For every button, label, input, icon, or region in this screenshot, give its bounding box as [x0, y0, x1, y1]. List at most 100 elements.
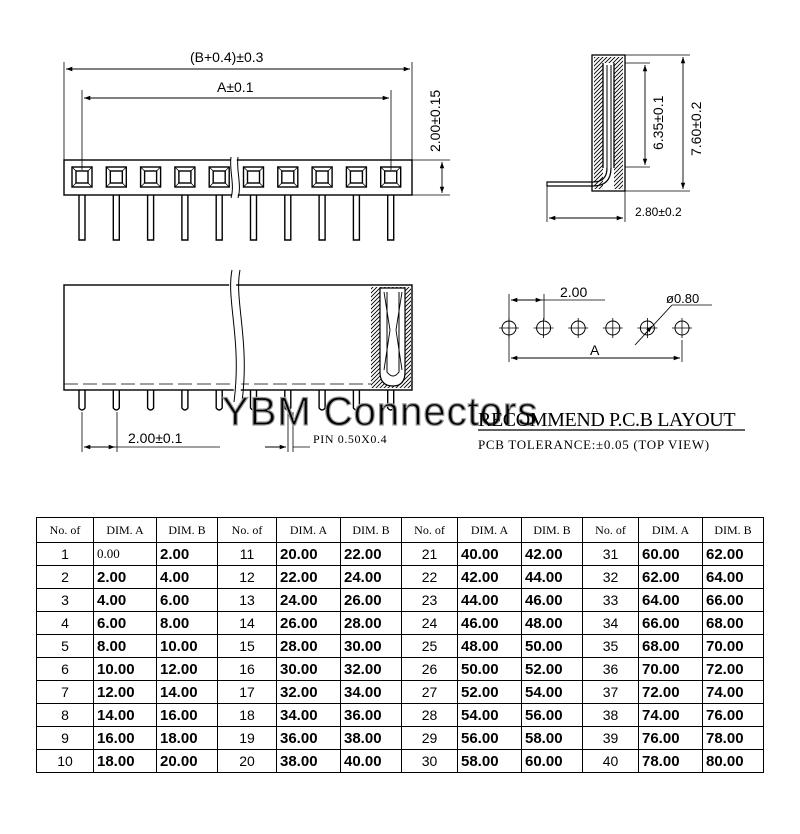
dim-a-cell: 68.00	[638, 634, 703, 658]
socket-outer	[311, 166, 333, 188]
dim-a-cell: 46.00	[457, 611, 522, 635]
dim-b-cell: 68.00	[702, 611, 764, 635]
dim-b-cell: 66.00	[702, 588, 764, 612]
pin-count-cell: 2	[36, 565, 94, 589]
dim-b-cell: 76.00	[702, 703, 764, 727]
pcb-hole-row	[499, 318, 692, 338]
outer-height-dim: 7.60±0.2	[688, 101, 704, 156]
dim-b-cell: 54.00	[521, 680, 583, 704]
table-header-cell: DIM. B	[156, 517, 218, 543]
pin-count-cell: 7	[36, 680, 94, 704]
dim-a-cell: 12.00	[93, 680, 157, 704]
pcb-tolerance-note: PCB TOLERANCE:±0.05 (TOP VIEW)	[478, 437, 710, 452]
dim-a-cell: 4.00	[93, 588, 157, 612]
socket-chamfer	[362, 166, 367, 172]
socket-inner	[75, 170, 89, 184]
socket-inner	[349, 170, 364, 184]
table-header-cell: DIM. B	[521, 517, 583, 543]
dim-a-cell: 66.00	[638, 611, 703, 635]
side-width-dim: 2.80±0.2	[635, 205, 682, 219]
dim-a-cell: 26.00	[276, 611, 341, 635]
dim-b-cell: 56.00	[521, 703, 583, 727]
pin-count-cell: 40	[582, 749, 639, 773]
pin-count-cell: 30	[401, 749, 458, 773]
bottom-pin	[181, 390, 189, 411]
socket-outer	[380, 166, 402, 188]
socket-inner	[178, 170, 192, 184]
pcb-span-dim: A	[590, 342, 600, 358]
dim-a-cell: 32.00	[276, 680, 341, 704]
dim-b-cell: 78.00	[702, 726, 764, 750]
dim-b-cell: 6.00	[156, 588, 218, 612]
socket-chamfer	[396, 182, 401, 188]
socket-chamfer	[243, 166, 248, 172]
dim-a-cell: 58.00	[457, 749, 522, 773]
dim-b-cell: 70.00	[702, 634, 764, 658]
pin-count-cell: 9	[36, 726, 94, 750]
pin-count-cell: 37	[582, 680, 639, 704]
front-pin	[352, 195, 361, 241]
bottom-pin	[112, 390, 120, 411]
dim-a-cell: 24.00	[276, 588, 341, 612]
socket-inner	[246, 170, 261, 184]
dim-b-cell: 48.00	[521, 611, 583, 635]
dim-b-cell: 20.00	[156, 749, 218, 773]
socket-chamfer	[174, 166, 180, 172]
bottom-view	[63, 269, 413, 452]
dim-a-cell: 48.00	[457, 634, 522, 658]
dim-a-cell: 74.00	[638, 703, 703, 727]
dim-a-cell: 62.00	[638, 565, 703, 589]
dim-b-cell: 60.00	[521, 749, 583, 773]
technical-drawing: (B+0.4)±0.3 A±0.1 2.00±0.15 6.35±0.1 7.6…	[63, 49, 745, 452]
socket-inner	[384, 170, 398, 184]
pin-count-cell: 16	[217, 657, 277, 681]
dim-a-cell: 30.00	[276, 657, 341, 681]
socket-outer	[139, 166, 162, 188]
socket-chamfer	[346, 166, 351, 172]
socket-outer	[242, 166, 265, 188]
bottom-pin	[318, 390, 326, 411]
bottom-pin	[146, 390, 155, 411]
dim-b-cell: 38.00	[340, 726, 402, 750]
pin-count-cell: 38	[582, 703, 639, 727]
dim-a-cell: 8.00	[93, 634, 157, 658]
dim-a-cell: 20.00	[276, 542, 341, 566]
dim-b-cell: 46.00	[521, 588, 583, 612]
dim-b-cell: 44.00	[521, 565, 583, 589]
pin-count-cell: 20	[217, 749, 277, 773]
dim-b-cell: 52.00	[521, 657, 583, 681]
pin-count-cell: 29	[401, 726, 458, 750]
front-pin	[284, 195, 292, 241]
dim-b-cell: 40.00	[340, 749, 402, 773]
dim-b-cell: 42.00	[521, 542, 583, 566]
front-socket-row	[71, 166, 402, 188]
socket-chamfer	[293, 182, 299, 188]
pin-count-cell: 32	[582, 565, 639, 589]
dim-b-cell: 22.00	[340, 542, 402, 566]
bottom-pin	[215, 390, 223, 411]
pin-count-cell: 15	[217, 634, 277, 658]
dim-a-cell: 10.00	[93, 657, 157, 681]
dim-b-cell: 26.00	[340, 588, 402, 612]
socket-chamfer	[190, 166, 196, 172]
bottom-pitch-dim: 2.00±0.1	[128, 430, 183, 446]
socket-chamfer	[71, 166, 77, 172]
pin-count-cell: 22	[401, 565, 458, 589]
dim-a-cell: 34.00	[276, 703, 341, 727]
socket-chamfer	[224, 182, 230, 188]
pin-count-cell: 21	[401, 542, 458, 566]
front-view	[63, 62, 450, 241]
dim-b-cell: 62.00	[702, 542, 764, 566]
dim-b-cell: 32.00	[340, 657, 402, 681]
bottom-pin	[352, 390, 361, 411]
socket-chamfer	[311, 182, 317, 188]
dim-b-cell: 64.00	[702, 565, 764, 589]
dim-b-cell: 34.00	[340, 680, 402, 704]
dim-a-cell: 64.00	[638, 588, 703, 612]
